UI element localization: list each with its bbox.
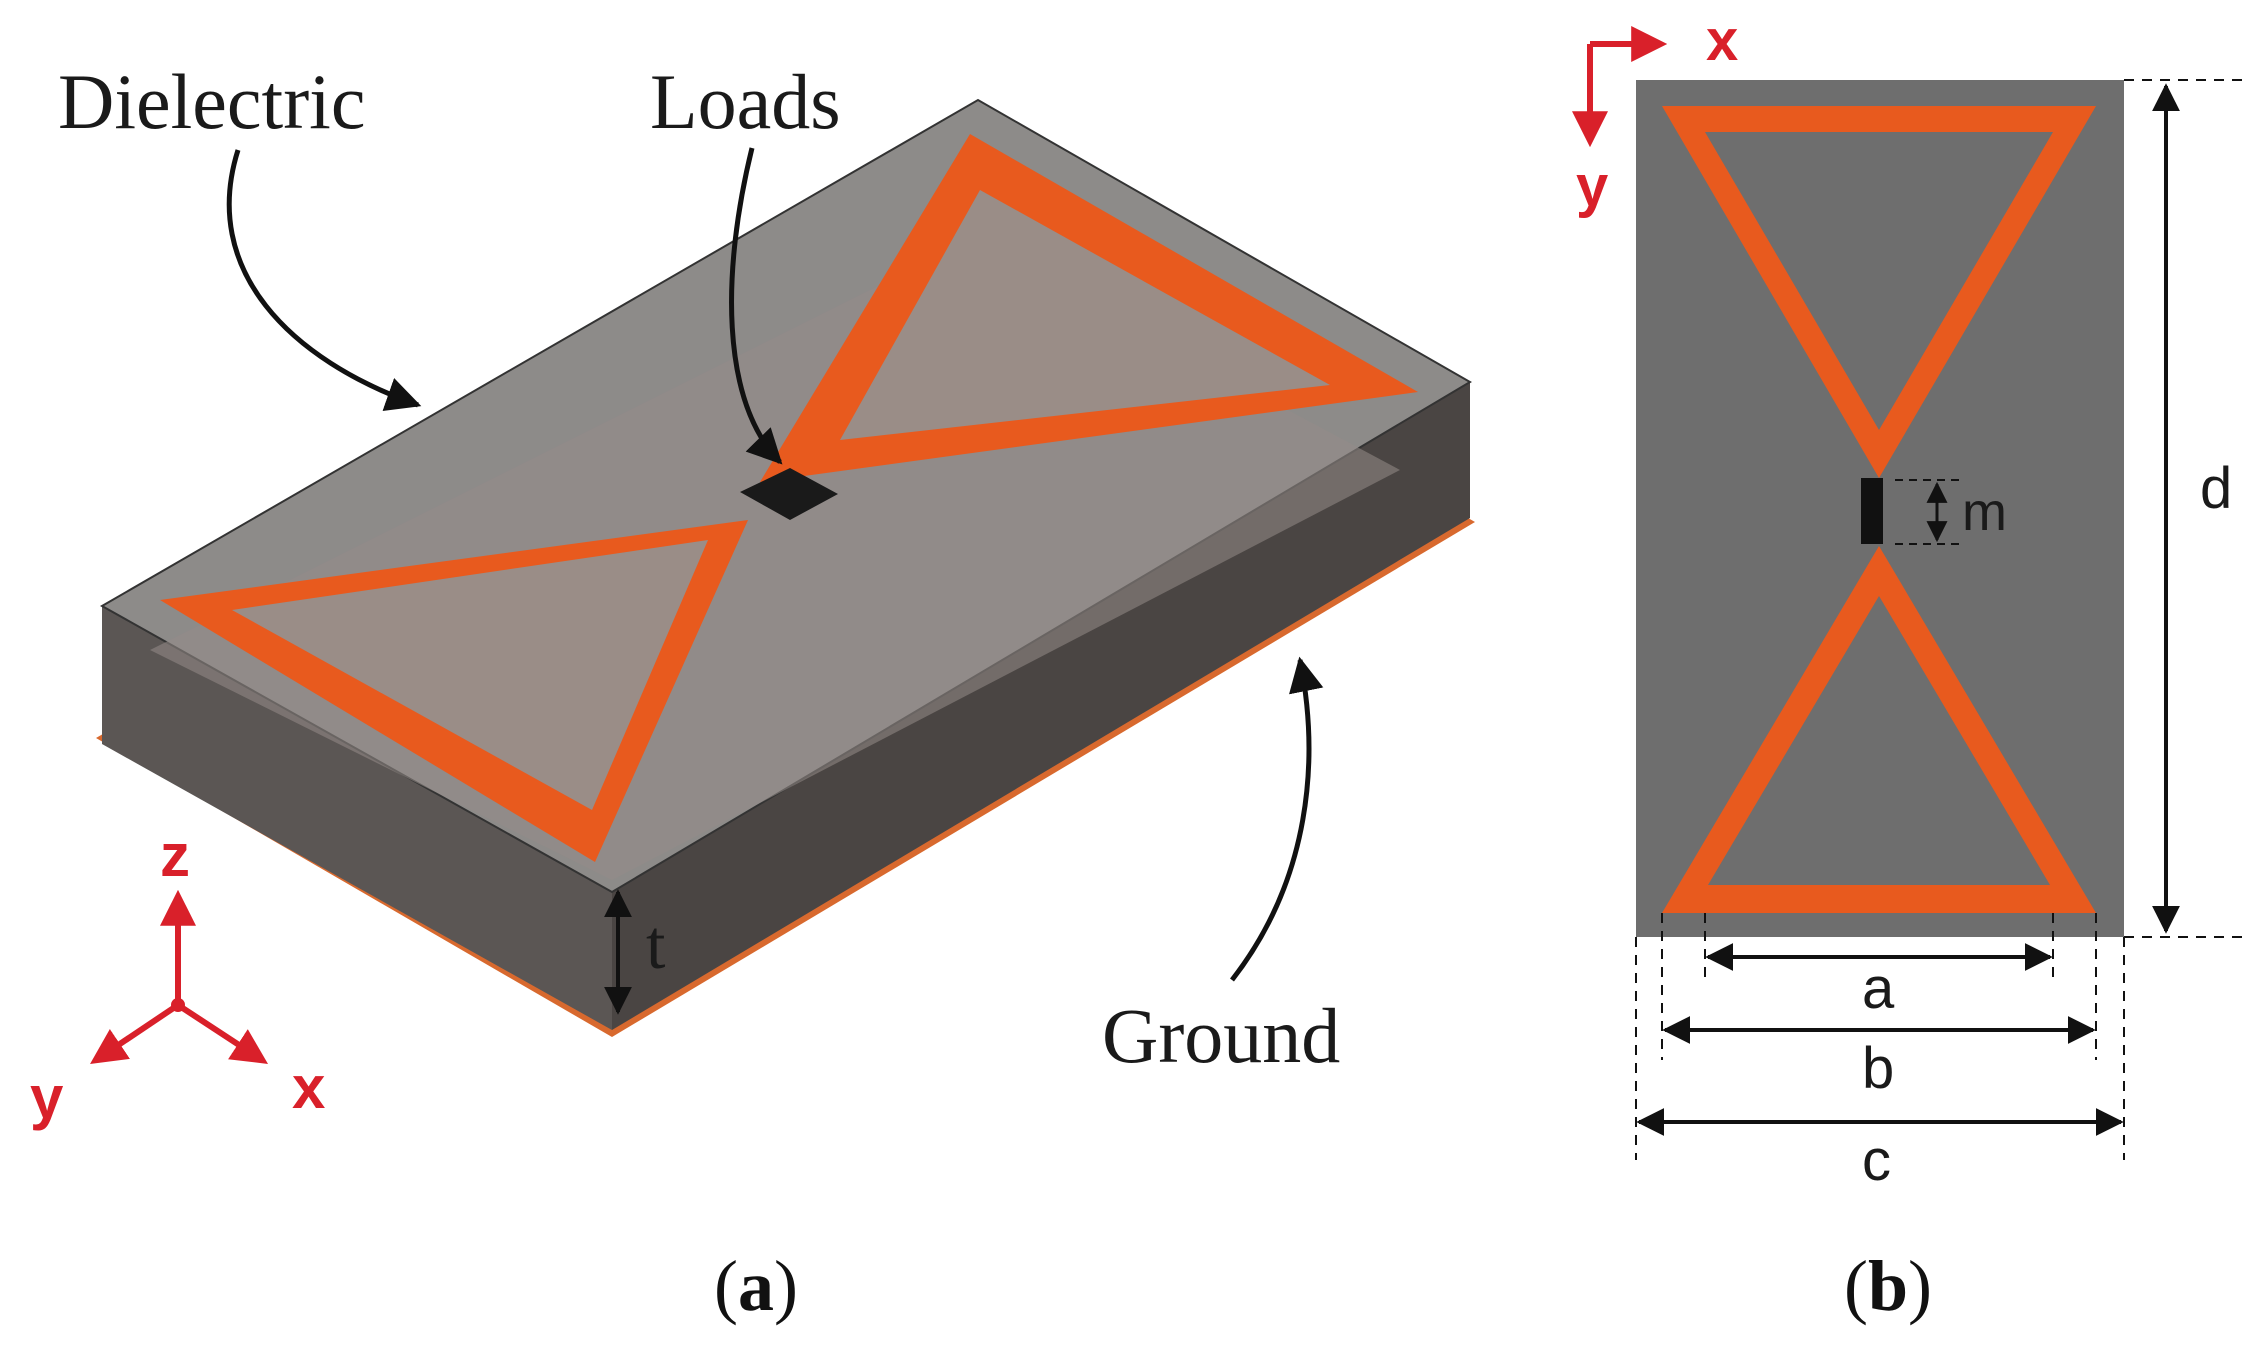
loads-callout-arrow	[729, 147, 783, 465]
axes-3d	[90, 889, 269, 1065]
dim-m-label: m	[1962, 482, 2007, 542]
panel-b: m d a b c x y (b)	[1572, 8, 2245, 1326]
axis-y-label-2d: y	[1576, 154, 1608, 219]
bowtie-triangle-upper-2d-inner	[1705, 132, 2053, 430]
dim-d-label: d	[2200, 456, 2232, 521]
caption-b: (b)	[1844, 1246, 1932, 1326]
dim-c-label: c	[1862, 1128, 1891, 1193]
thickness-label: t	[646, 907, 666, 984]
ground-label: Ground	[1102, 992, 1340, 1079]
panel-a: Dielectric Loads Ground t z y x (a)	[30, 58, 1475, 1326]
dielectric-front-face	[102, 606, 612, 1030]
bowtie-triangle-lower-2d-inner	[1708, 596, 2050, 885]
bowtie-triangle-lower-3d-inner	[232, 540, 708, 810]
axis-z-label-3d: z	[160, 822, 190, 889]
axis-y-label-3d: y	[30, 1064, 64, 1131]
caption-a: (a)	[714, 1246, 798, 1326]
load-chip-3d	[740, 468, 838, 520]
loads-label: Loads	[650, 58, 841, 145]
ground-callout-arrow	[1230, 656, 1324, 982]
axis-x-label-3d: x	[292, 1054, 325, 1121]
load-chip-2d	[1861, 478, 1883, 544]
axes-2d	[1572, 26, 1668, 148]
dielectric-callout-arrow	[226, 149, 422, 412]
bowtie-triangle-upper-3d-inner	[840, 190, 1330, 440]
dielectric-label: Dielectric	[58, 58, 365, 145]
dim-b-label: b	[1862, 1036, 1894, 1101]
dim-a-label: a	[1862, 956, 1895, 1021]
axis-x-label-2d: x	[1706, 8, 1738, 73]
